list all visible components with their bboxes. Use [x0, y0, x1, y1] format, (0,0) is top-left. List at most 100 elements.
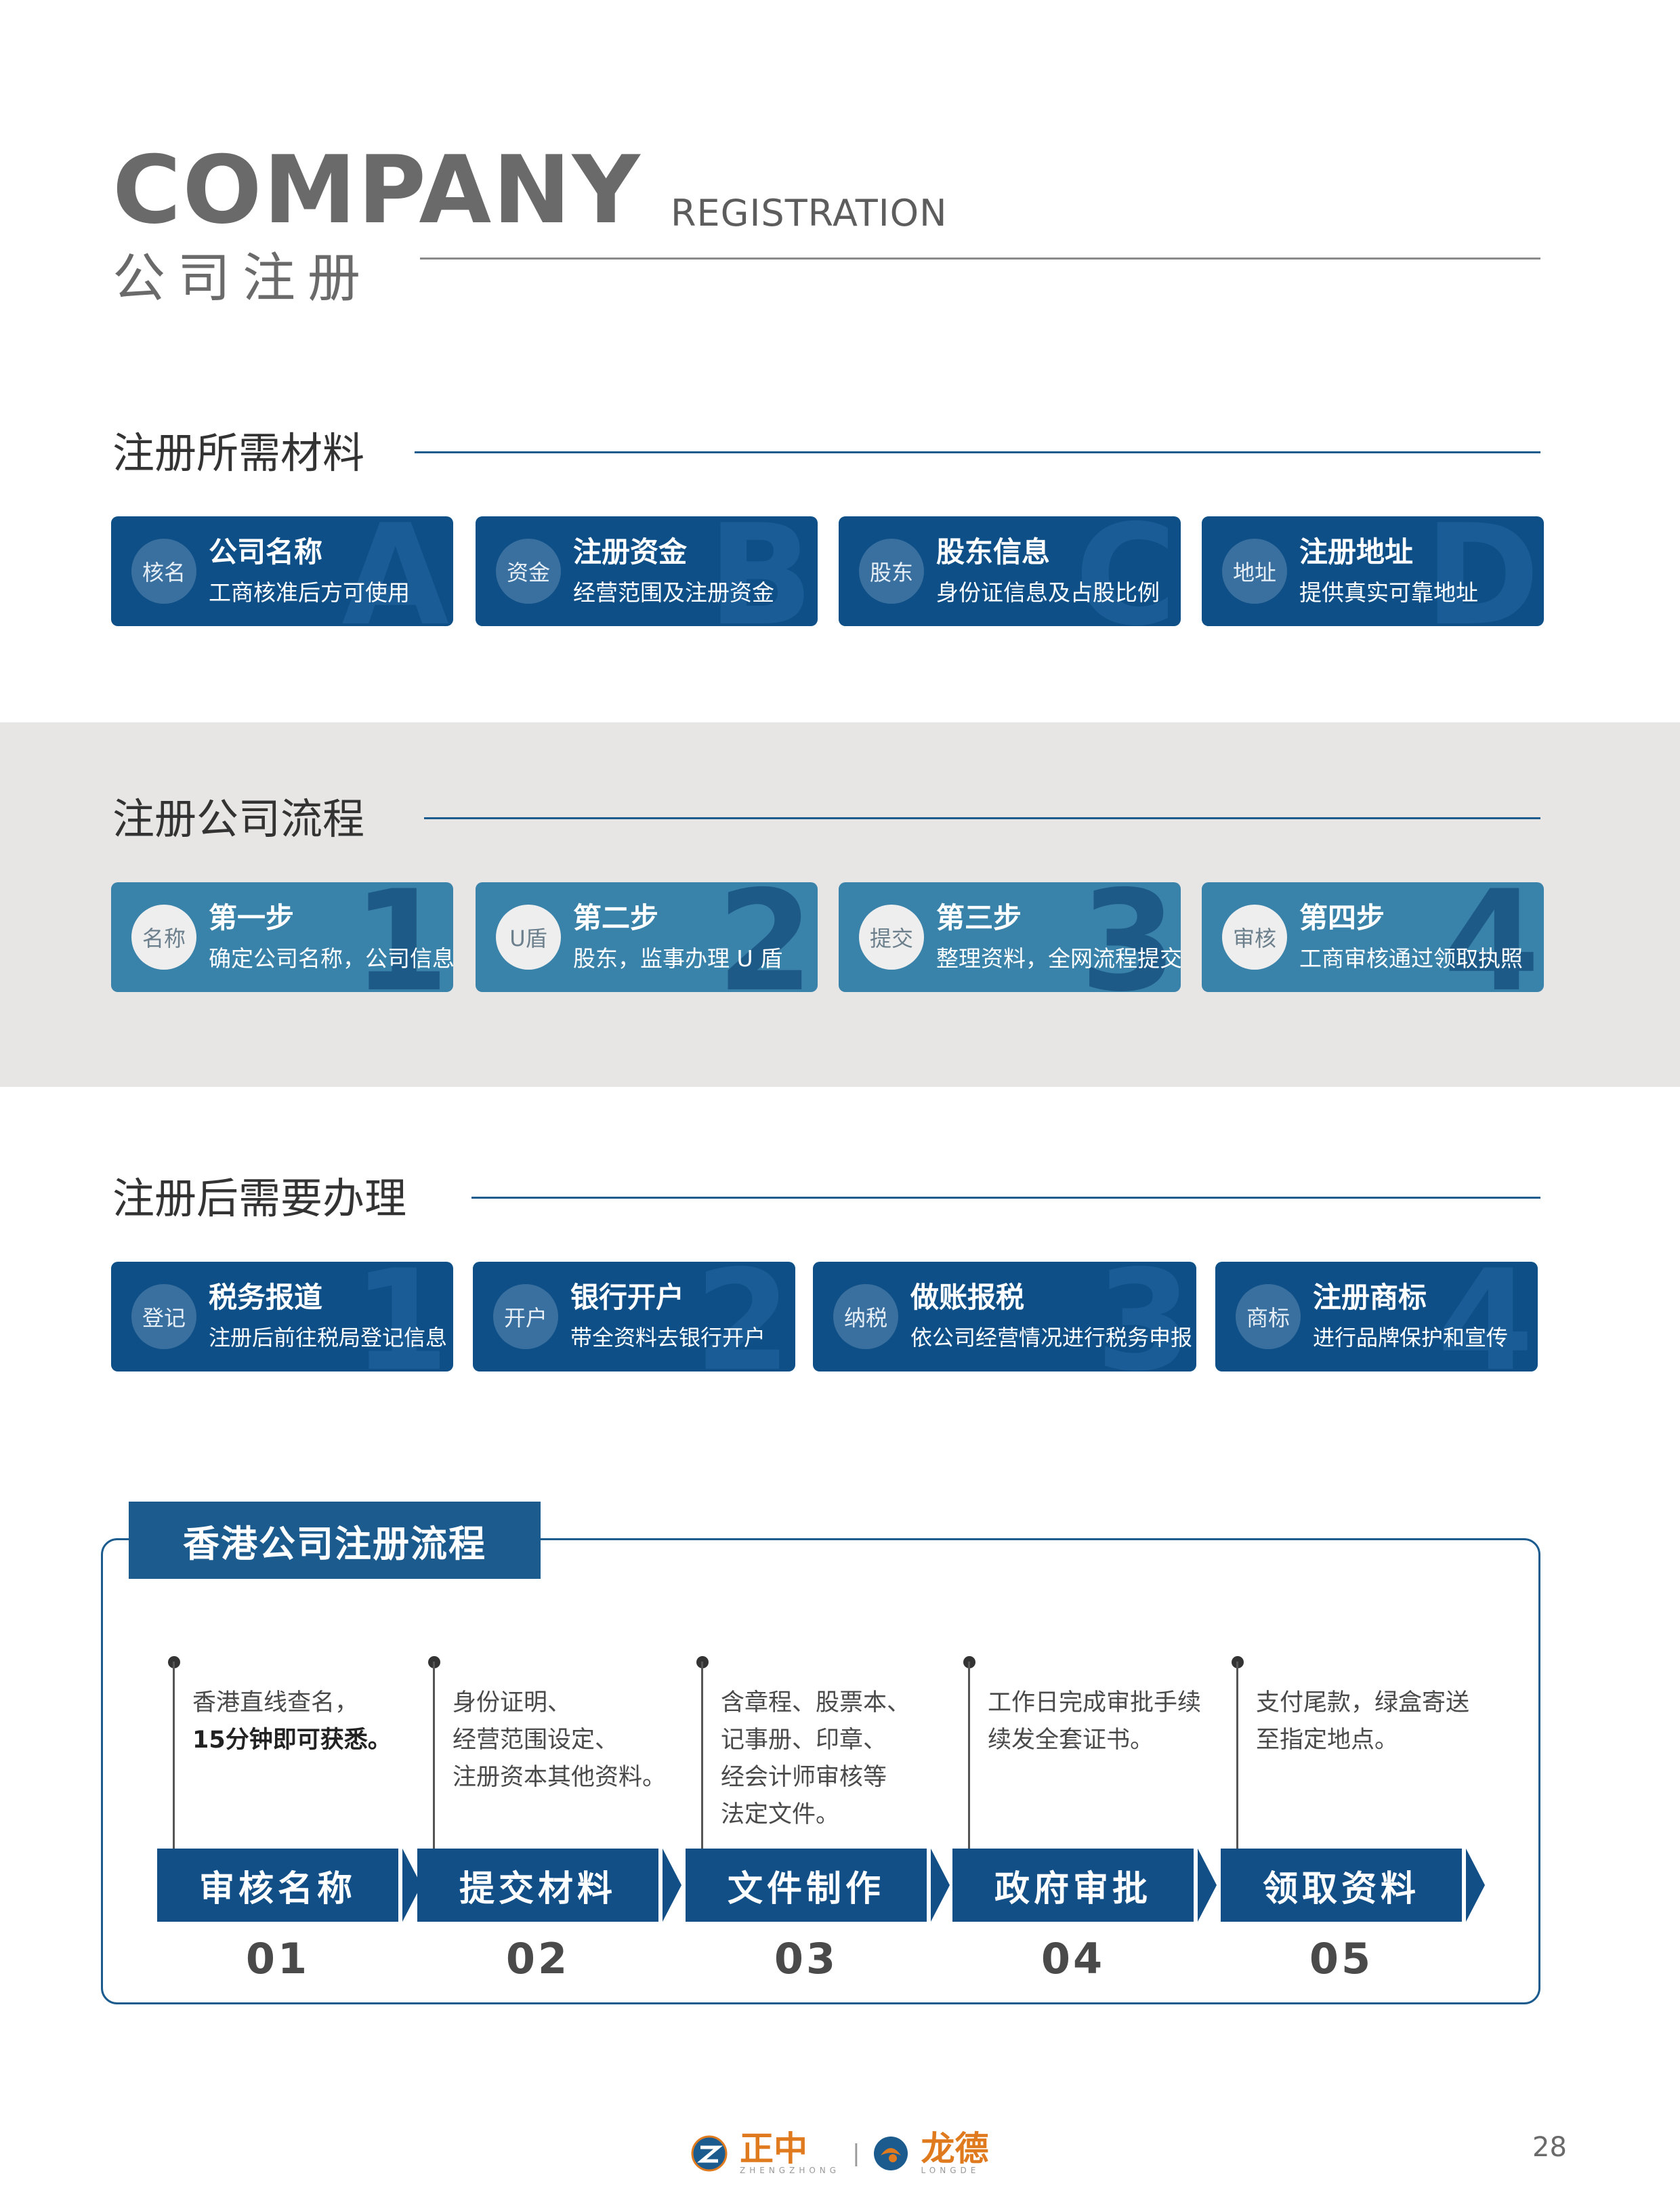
- registration-subheading: REGISTRATION: [671, 192, 948, 234]
- timeline-line: [701, 1662, 703, 1849]
- step-number: 01: [245, 1934, 310, 1983]
- step-description-line: 工作日完成审批手续: [988, 1689, 1202, 1716]
- card-letter: C: [1074, 516, 1177, 626]
- chinese-title: 公司注册: [112, 248, 373, 309]
- after-card: 2 开户 银行开户 带全资料去银行开户: [473, 1262, 795, 1372]
- zhengzhong-logo-text: 正中: [740, 2129, 807, 2168]
- card-number: 4: [1443, 882, 1540, 992]
- card-title: 第三步: [936, 901, 1022, 934]
- card-desc: 工商核准后方可使用: [209, 579, 410, 606]
- card-desc: 注册后前往税局登记信息: [209, 1325, 448, 1350]
- timeline-line: [1236, 1662, 1238, 1849]
- section-title-after-registration: 注册后需要办理: [112, 1174, 407, 1223]
- hk-flow-title: 香港公司注册流程: [129, 1502, 541, 1579]
- step-label: 提交材料: [417, 1849, 658, 1922]
- card-title: 注册资金: [573, 535, 688, 569]
- section-title-process: 注册公司流程: [112, 794, 365, 844]
- card-title: 股东信息: [936, 535, 1051, 569]
- step-description-line: 含章程、股票本、: [721, 1689, 911, 1716]
- after-card: 3 纳税 做账报税 依公司经营情况进行税务申报: [813, 1262, 1196, 1372]
- timeline-line: [968, 1662, 970, 1849]
- card-badge: 登记: [131, 1284, 196, 1349]
- footer-logos: 正中 ZHENGZHONG | 龙德 LONGDE: [691, 2132, 989, 2175]
- step-description-line: 身份证明、: [453, 1689, 572, 1716]
- card-title: 做账报税: [910, 1281, 1025, 1314]
- hk-flow-panel: [101, 1538, 1540, 2004]
- card-badge: 资金: [496, 539, 561, 604]
- card-badge: 股东: [859, 539, 924, 604]
- process-card: 4 审核 第四步 工商审核通过领取执照: [1202, 882, 1544, 992]
- zhengzhong-logo: 正中 ZHENGZHONG: [740, 2132, 840, 2175]
- timeline-line: [433, 1662, 435, 1849]
- card-desc: 工商审核通过领取执照: [1299, 945, 1523, 972]
- longde-logo-sub: LONGDE: [921, 2166, 980, 2175]
- chevron-right-icon: [1198, 1849, 1217, 1922]
- material-card: D 地址 注册地址 提供真实可靠地址: [1202, 516, 1544, 626]
- card-title: 银行开户: [570, 1281, 685, 1314]
- section-divider: [415, 451, 1540, 453]
- card-desc: 提供真实可靠地址: [1299, 579, 1478, 606]
- page-number: 28: [1532, 2132, 1567, 2163]
- step-description-line: 香港直线查名，: [192, 1689, 359, 1716]
- material-card: A 核名 公司名称 工商核准后方可使用: [111, 516, 453, 626]
- process-card: 1 名称 第一步 确定公司名称，公司信息: [111, 882, 453, 992]
- step-label: 文件制作: [686, 1849, 927, 1922]
- card-badge: U盾: [496, 905, 561, 970]
- card-number: 3: [1080, 882, 1177, 992]
- card-desc: 整理资料，全网流程提交: [936, 945, 1181, 972]
- card-desc: 依公司经营情况进行税务申报: [910, 1325, 1193, 1350]
- card-badge: 审核: [1222, 905, 1287, 970]
- card-number: 2: [694, 1262, 791, 1372]
- zhengzhong-logo-icon: [691, 2135, 728, 2172]
- step-description-line: 至指定地点。: [1256, 1727, 1399, 1754]
- step-label: 领取资料: [1221, 1849, 1462, 1922]
- company-heading: COMPANY: [112, 136, 642, 245]
- step-number: 03: [774, 1934, 839, 1983]
- card-desc: 经营范围及注册资金: [573, 579, 774, 606]
- card-badge: 核名: [131, 539, 196, 604]
- step-description-line: 支付尾款，绿盒寄送: [1256, 1689, 1470, 1716]
- step-description-line: 记事册、印章、: [721, 1727, 887, 1754]
- step-number: 05: [1309, 1934, 1374, 1983]
- step-description-line: 15分钟即可获悉。: [192, 1727, 392, 1754]
- card-title: 第一步: [209, 901, 295, 934]
- step-description-line: 经会计师审核等: [721, 1764, 887, 1791]
- step-description: 支付尾款，绿盒寄送至指定地点。: [1256, 1685, 1469, 1759]
- after-card: 4 商标 注册商标 进行品牌保护和宣传: [1215, 1262, 1538, 1372]
- chevron-right-icon: [931, 1849, 950, 1922]
- section-divider: [424, 817, 1540, 819]
- step-description-line: 续发全套证书。: [988, 1727, 1154, 1754]
- after-card: 1 登记 税务报道 注册后前往税局登记信息: [111, 1262, 453, 1372]
- card-letter: B: [707, 516, 814, 626]
- chevron-right-icon: [663, 1849, 681, 1922]
- card-number: 4: [1437, 1262, 1534, 1372]
- card-number: 1: [352, 882, 449, 992]
- card-desc: 进行品牌保护和宣传: [1313, 1325, 1509, 1350]
- process-card: 2 U盾 第二步 股东，监事办理 U 盾: [476, 882, 818, 992]
- card-title: 注册商标: [1313, 1281, 1427, 1314]
- longde-logo-icon: [873, 2137, 908, 2170]
- step-description-line: 法定文件。: [721, 1801, 840, 1828]
- card-title: 公司名称: [209, 535, 323, 569]
- header-divider: [420, 257, 1540, 260]
- section-divider: [471, 1197, 1540, 1199]
- card-title: 第四步: [1299, 901, 1385, 934]
- chevron-right-icon: [1466, 1849, 1485, 1922]
- step-label: 政府审批: [952, 1849, 1194, 1922]
- timeline-line: [173, 1662, 175, 1849]
- step-label: 审核名称: [157, 1849, 398, 1922]
- logo-separator: |: [852, 2140, 860, 2167]
- card-badge: 名称: [131, 905, 196, 970]
- card-desc: 带全资料去银行开户: [570, 1325, 766, 1350]
- card-title: 税务报道: [209, 1281, 323, 1314]
- zhengzhong-logo-sub: ZHENGZHONG: [740, 2166, 841, 2175]
- longde-logo-text: 龙德: [921, 2129, 989, 2168]
- card-letter: A: [341, 516, 449, 626]
- step-description: 香港直线查名， 15分钟即可获悉。: [192, 1685, 392, 1759]
- card-desc: 股东，监事办理 U 盾: [573, 945, 783, 972]
- card-desc: 确定公司名称，公司信息: [209, 945, 453, 972]
- step-description-line: 经营范围设定、: [453, 1727, 619, 1754]
- step-description-line: 注册资本其他资料。: [453, 1764, 667, 1791]
- step-description: 工作日完成审批手续续发全套证书。: [988, 1685, 1201, 1759]
- card-badge: 纳税: [833, 1284, 898, 1349]
